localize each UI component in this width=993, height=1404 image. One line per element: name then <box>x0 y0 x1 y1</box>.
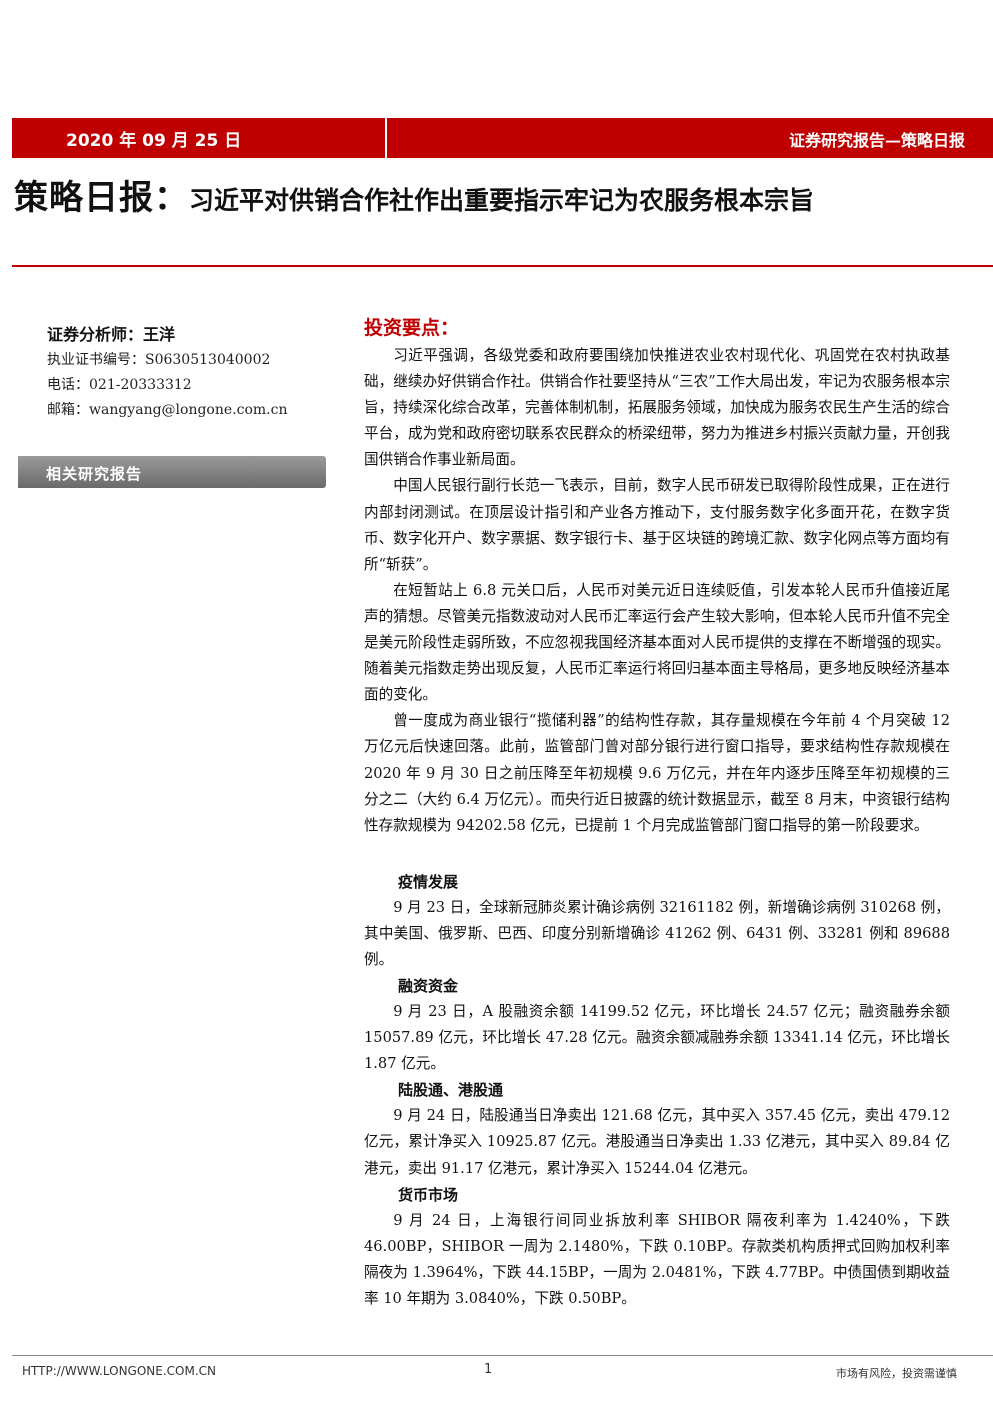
related-reports-label: 相关研究报告 <box>46 465 143 483</box>
section-title: 融资资金 <box>398 977 459 996</box>
report-category: 证券研究报告—策略日报 <box>788 131 965 150</box>
header-bar <box>12 118 993 158</box>
analyst-email: 邮箱：wangyang@longone.com.cn <box>47 402 288 418</box>
section-paragraph: 9 月 24 日，上海银行间同业拆放利率 SHIBOR 隔夜利率为 1.4240… <box>364 1211 950 1307</box>
section-title: 货币市场 <box>398 1185 459 1204</box>
header-divider <box>385 118 387 158</box>
page-number: 1 <box>484 1362 493 1377</box>
section-title: 疫情发展 <box>398 872 459 891</box>
footer-url[interactable]: HTTP://WWW.LONGONE.COM.CN <box>22 1364 217 1378</box>
section-paragraph: 9 月 23 日，全球新冠肺炎累计确诊病例 32161182 例，新增确诊病例 … <box>364 898 950 968</box>
section-paragraph: 9 月 23 日，A 股融资余额 14199.52 亿元，环比增长 24.57 … <box>364 1003 950 1073</box>
analyst-name: 证券分析师：王洋 <box>47 325 176 344</box>
section-title: 陆股通、港股通 <box>398 1081 504 1100</box>
key-point-paragraph: 习近平强调，各级党委和政府要围绕加快推进农业农村现代化、巩固党在农村执政基础，继… <box>364 347 950 469</box>
title-headline: 习近平对供销合作社作出重要指示牢记为农服务根本宗旨 <box>189 186 815 215</box>
risk-disclaimer: 市场有风险，投资需谨慎 <box>836 1367 957 1380</box>
page-title: 策略日报：习近平对供销合作社作出重要指示牢记为农服务根本宗旨 <box>14 170 989 219</box>
title-series: 策略日报： <box>14 178 189 218</box>
related-reports-banner: 相关研究报告 <box>18 456 326 488</box>
key-point-paragraph: 在短暂站上 6.8 元关口后，人民币对美元近日连续贬值，引发本轮人民币升值接近尾… <box>364 581 950 704</box>
key-point-paragraph: 中国人民银行副行长范一飞表示，目前，数字人民币研发已取得阶段性成果，正在进行内部… <box>364 477 950 573</box>
key-points-title: 投资要点： <box>364 317 460 339</box>
report-date: 2020 年 09 月 25 日 <box>66 131 242 151</box>
section-gap <box>364 839 950 869</box>
report-body: 习近平强调，各级党委和政府要围绕加快推进农业农村现代化、巩固党在农村执政基础，继… <box>364 343 950 1312</box>
title-divider <box>12 265 993 267</box>
key-point-paragraph: 曾一度成为商业银行“揽储利器”的结构性存款，其存量规模在今年前 4 个月突破 1… <box>364 712 950 834</box>
section-paragraph: 9 月 24 日，陆股通当日净卖出 121.68 亿元，其中买入 357.45 … <box>364 1107 950 1177</box>
analyst-phone: 电话：021-20333312 <box>47 377 192 393</box>
analyst-cert: 执业证书编号：S0630513040002 <box>47 352 271 368</box>
footer-divider <box>12 1355 993 1356</box>
